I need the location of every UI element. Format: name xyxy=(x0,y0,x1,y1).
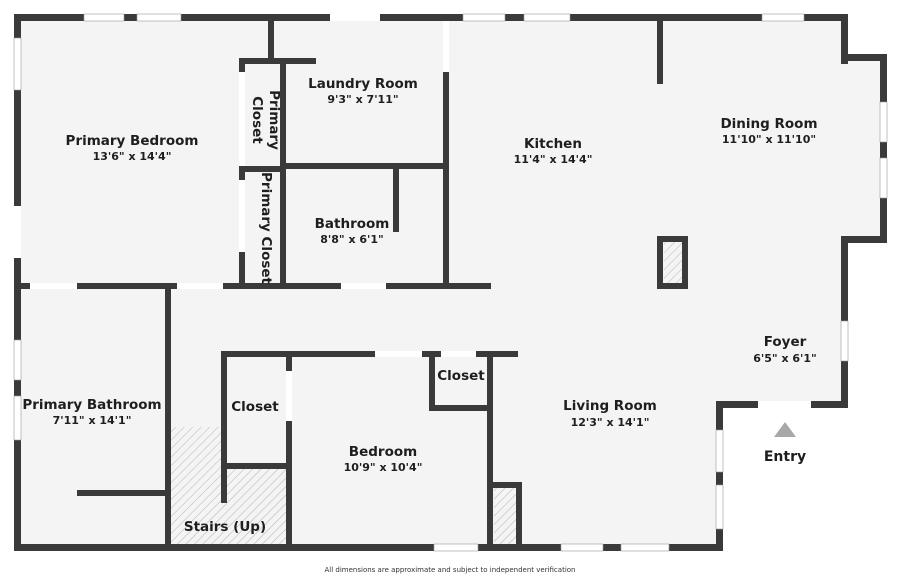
svg-text:Living Room: Living Room xyxy=(563,398,657,414)
column-hatch xyxy=(494,488,516,546)
svg-text:Foyer: Foyer xyxy=(764,334,807,350)
svg-text:Bathroom: Bathroom xyxy=(315,216,390,232)
svg-text:11'4" x 14'4": 11'4" x 14'4" xyxy=(514,153,593,166)
room-label-primary-bathroom: Primary Bathroom 7'11" x 14'1" xyxy=(22,397,161,427)
svg-text:7'11" x 14'1": 7'11" x 14'1" xyxy=(53,414,132,427)
room-label-living-room: Living Room 12'3" x 14'1" xyxy=(563,398,657,429)
room-label-stairs: Stairs (Up) xyxy=(184,519,266,535)
room-label-primary-closet-upper: Primary Closet xyxy=(249,90,282,150)
room-label-primary-bedroom: Primary Bedroom 13'6" x 14'4" xyxy=(66,133,199,163)
stairs-hatch xyxy=(171,427,289,547)
svg-text:6'5" x 6'1": 6'5" x 6'1" xyxy=(753,352,817,365)
svg-text:Laundry Room: Laundry Room xyxy=(308,76,418,92)
svg-text:10'9" x 10'4": 10'9" x 10'4" xyxy=(344,461,423,474)
room-label-closet-right: Closet xyxy=(437,368,485,384)
svg-text:Bedroom: Bedroom xyxy=(349,444,417,460)
svg-text:Entry: Entry xyxy=(764,449,806,465)
svg-text:Primary Bathroom: Primary Bathroom xyxy=(22,397,161,413)
svg-text:11'10" x 11'10": 11'10" x 11'10" xyxy=(722,133,816,146)
windows xyxy=(13,13,888,552)
room-label-closet-left: Closet xyxy=(231,399,279,415)
room-label-bathroom: Bathroom 8'8" x 6'1" xyxy=(315,216,390,246)
svg-text:9'3" x 7'11": 9'3" x 7'11" xyxy=(327,93,398,106)
svg-text:13'6" x 14'4": 13'6" x 14'4" xyxy=(93,150,172,163)
room-label-foyer: Foyer 6'5" x 6'1" xyxy=(753,334,817,365)
room-label-primary-closet-lower: Primary Closet xyxy=(258,172,274,285)
svg-text:Closet: Closet xyxy=(249,96,265,144)
entry-arrow-icon xyxy=(774,422,796,437)
svg-text:12'3" x 14'1": 12'3" x 14'1" xyxy=(571,416,650,429)
svg-text:Kitchen: Kitchen xyxy=(524,136,582,152)
disclaimer-text: All dimensions are approximate and subje… xyxy=(324,566,576,574)
svg-text:Stairs (Up): Stairs (Up) xyxy=(184,519,266,535)
svg-text:Primary Bedroom: Primary Bedroom xyxy=(66,133,199,149)
room-label-bedroom: Bedroom 10'9" x 10'4" xyxy=(344,444,423,474)
svg-text:Primary: Primary xyxy=(266,90,282,150)
fireplace-hatch xyxy=(664,242,682,285)
svg-text:Primary Closet: Primary Closet xyxy=(258,172,274,285)
svg-text:Dining Room: Dining Room xyxy=(720,116,817,132)
room-label-kitchen: Kitchen 11'4" x 14'4" xyxy=(514,136,593,166)
svg-text:8'8" x 6'1": 8'8" x 6'1" xyxy=(320,233,384,246)
room-label-dining-room: Dining Room 11'10" x 11'10" xyxy=(720,116,817,146)
door-openings xyxy=(14,14,811,421)
room-label-laundry-room: Laundry Room 9'3" x 7'11" xyxy=(308,76,418,106)
svg-text:Closet: Closet xyxy=(437,368,485,384)
floor-area xyxy=(14,14,885,548)
svg-text:Closet: Closet xyxy=(231,399,279,415)
entry-marker: Entry xyxy=(764,422,806,465)
